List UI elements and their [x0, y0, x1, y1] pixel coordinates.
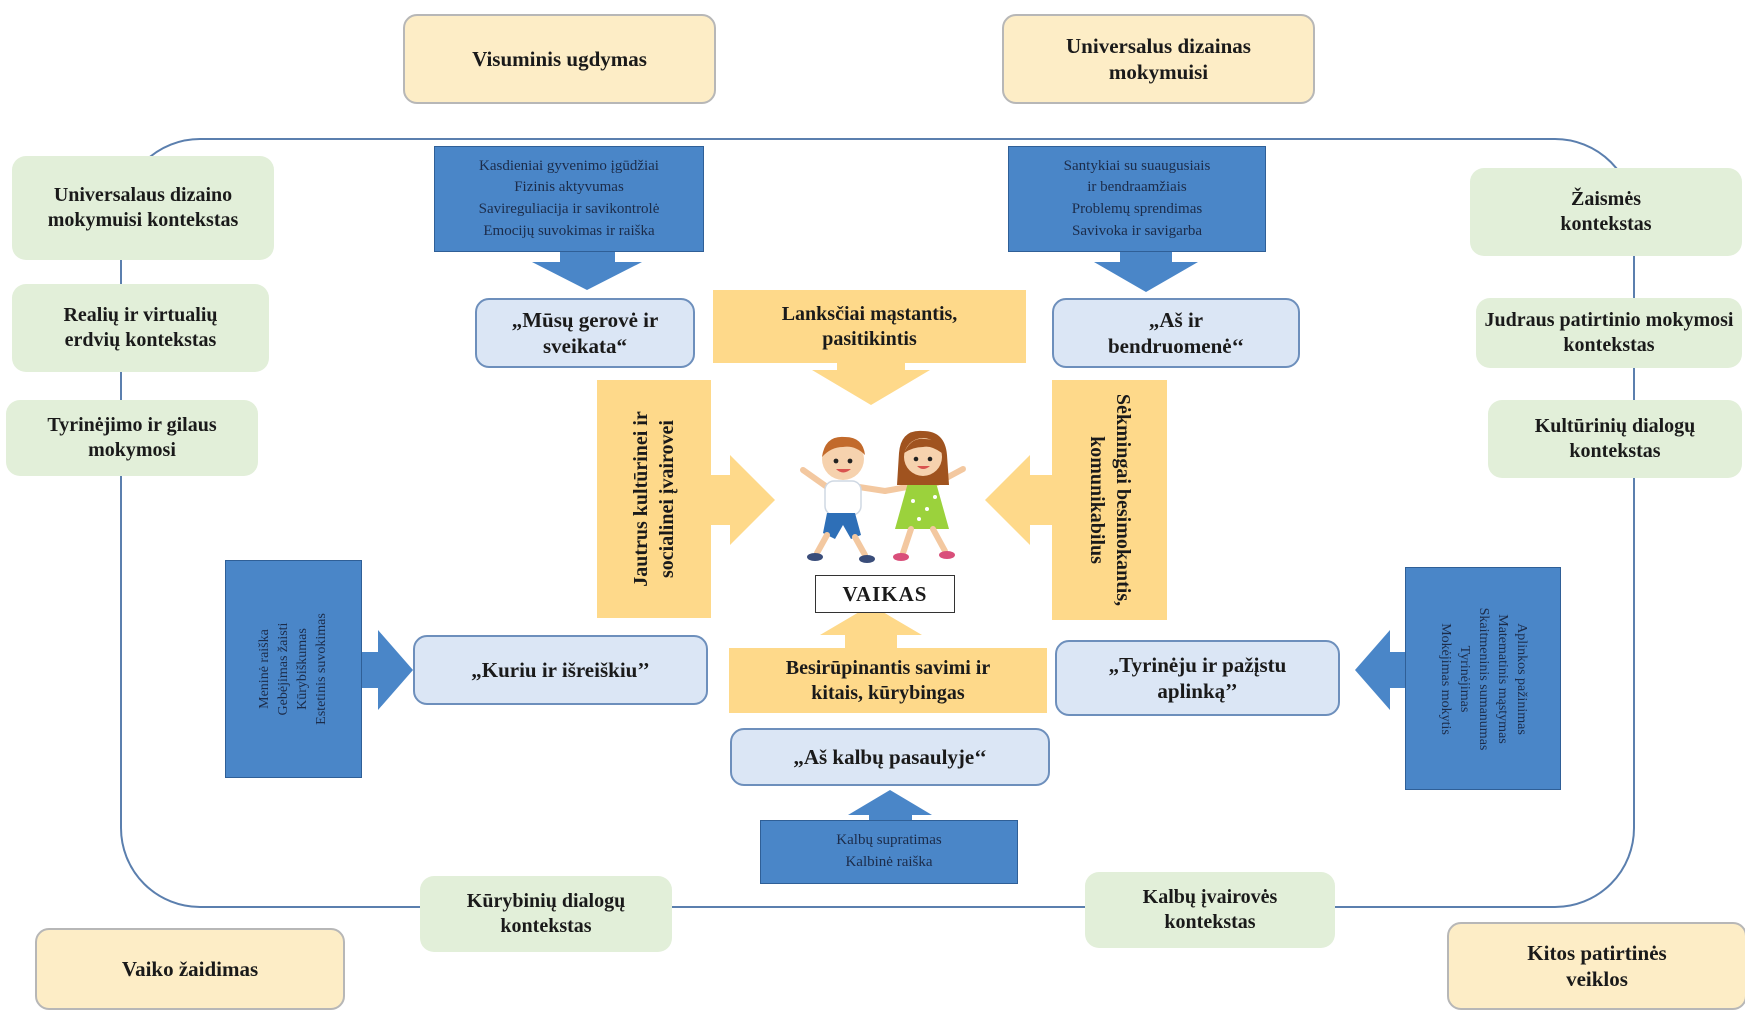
corner-bottom-right-label: Kitos patirtinės veiklos — [1527, 940, 1667, 991]
skills-left: Meninė raiška Gebėjimas žaisti Kūrybišku… — [225, 560, 362, 778]
quality-top-label: Lanksčiai mąstantis, pasitikintis — [781, 302, 958, 350]
quality-bottom: Besirūpinantis savimi ir kitais, kūrybin… — [729, 648, 1047, 713]
skills-bottom: Kalbų supratimas Kalbinė raiška — [760, 820, 1018, 884]
corner-bottom-left: Vaiko žaidimas — [35, 928, 345, 1010]
context-right-3: Kultūrinių dialogų kontekstas — [1488, 400, 1742, 478]
skill-item: Kasdieniai gyvenimo įgūdžiai — [479, 157, 659, 174]
area-create: „Kuriu ir išreiškiu’’ — [413, 635, 708, 705]
boy-figure — [800, 436, 888, 563]
corner-bottom-right: Kitos patirtinės veiklos — [1447, 922, 1745, 1010]
skill-item: Santykiai su suaugusiais — [1063, 157, 1211, 174]
skill-item: Kalbų supratimas — [836, 832, 942, 849]
skill-item: Tyrinėjimas — [1457, 645, 1473, 712]
skills-top-right: Santykiai su suaugusiais ir bendraamžiai… — [1008, 146, 1266, 252]
quality-left-line: Jautrus kultūrinei ir — [630, 411, 652, 587]
area-health: „Mūsų gerovė ir sveikata“ — [475, 298, 695, 368]
yellow-arrow-right — [985, 455, 1055, 545]
yellow-arrow-bottom — [820, 605, 922, 655]
blue-arrow-right — [1355, 630, 1405, 710]
skill-item: Kūrybiškumas — [294, 628, 310, 710]
skill-item: Savireguliacija ir savikontrolė — [478, 201, 660, 217]
context-bottom-2: Kalbų įvairovės kontekstas — [1085, 872, 1335, 948]
context-right-3-label: Kultūrinių dialogų kontekstas — [1534, 415, 1696, 462]
blue-arrow-top-left — [532, 250, 642, 290]
blue-arrow-top-right — [1094, 250, 1198, 292]
context-right-2: Judraus patirtinio mokymosi kontekstas — [1476, 298, 1742, 368]
quality-left: Jautrus kultūrinei ir socialinei įvairov… — [597, 380, 711, 618]
skill-item: Estetinis suvokimas — [313, 613, 329, 725]
corner-top-right-label: Universalus dizainas mokymuisi — [1066, 33, 1251, 84]
context-bottom-2-label: Kalbų įvairovės kontekstas — [1142, 886, 1278, 933]
area-languages: „Aš kalbų pasaulyje‘‘ — [730, 728, 1050, 786]
skill-item: Savivoka ir savigarba — [1072, 222, 1202, 239]
skill-item: Gebėjimas žaisti — [275, 622, 291, 716]
children-illustration — [800, 430, 966, 563]
skill-item: ir bendraamžiais — [1087, 179, 1187, 196]
quality-right: Sėkmingai besimokantis, komunikabilus — [1052, 380, 1167, 620]
outer-frame — [120, 138, 1635, 908]
area-explore: „Tyrinėju ir pažįstu aplinką’’ — [1055, 640, 1340, 716]
corner-top-left-label: Visuminis ugdymas — [472, 46, 647, 71]
context-right-2-label: Judraus patirtinio mokymosi kontekstas — [1484, 309, 1734, 356]
corner-top-right: Universalus dizainas mokymuisi — [1002, 14, 1315, 104]
skill-item: Fizinis aktyvumas — [514, 179, 624, 196]
context-bottom-1-label: Kūrybinių dialogų kontekstas — [466, 890, 626, 937]
area-health-label: „Mūsų gerovė ir sveikata“ — [511, 307, 659, 358]
context-right-1-label: Žaismės kontekstas — [1560, 188, 1652, 235]
yellow-arrow-left — [705, 455, 775, 545]
quality-right-line: Sėkmingai besimokantis, — [1111, 393, 1134, 607]
blue-arrow-left — [362, 630, 413, 710]
skill-item: Emocijų suvokimas ir raiška — [483, 222, 655, 239]
skill-item: Meninė raiška — [256, 629, 272, 709]
area-community: „Aš ir bendruomenė‘‘ — [1052, 298, 1300, 368]
quality-right-line: komunikabilus — [1085, 436, 1108, 564]
context-left-1-label: Universalaus dizaino mokymuisi konteksta… — [47, 184, 239, 231]
area-explore-label: „Tyrinėju ir pažįstu aplinką’’ — [1108, 652, 1287, 703]
skill-item: Skaitmeninis sumanumas — [1476, 607, 1492, 750]
skill-item: Matematinis mąstymas — [1495, 613, 1511, 744]
skill-item: Problemų sprendimas — [1071, 201, 1203, 217]
yellow-arrow-top — [812, 350, 930, 405]
girl-figure — [882, 430, 966, 561]
context-right-1: Žaismės kontekstas — [1470, 168, 1742, 256]
skill-item: Aplinkos pažinimas — [1514, 622, 1530, 735]
skills-right: Aplinkos pažinimas Matematinis mąstymas … — [1405, 567, 1561, 790]
context-bottom-1: Kūrybinių dialogų kontekstas — [420, 876, 672, 952]
context-left-3: Tyrinėjimo ir gilaus mokymosi — [6, 400, 258, 476]
blue-arrow-bottom — [848, 790, 932, 828]
area-community-label: „Aš ir bendruomenė‘‘ — [1107, 307, 1245, 358]
corner-bottom-left-label: Vaiko žaidimas — [121, 956, 259, 981]
context-left-1: Universalaus dizaino mokymuisi konteksta… — [12, 156, 274, 260]
context-left-2-label: Realių ir virtualių erdvių kontekstas — [63, 304, 218, 351]
quality-top: Lanksčiai mąstantis, pasitikintis — [713, 290, 1026, 363]
quality-bottom-label: Besirūpinantis savimi ir kitais, kūrybin… — [785, 656, 991, 704]
skills-top-left: Kasdieniai gyvenimo įgūdžiai Fizinis akt… — [434, 146, 704, 252]
corner-top-left: Visuminis ugdymas — [403, 14, 716, 104]
skill-item: Kalbinė raiška — [845, 854, 933, 870]
center-label-box: VAIKAS — [815, 575, 955, 613]
context-left-3-label: Tyrinėjimo ir gilaus mokymosi — [47, 414, 217, 461]
quality-left-line: socialinei įvairovei — [656, 420, 678, 578]
area-create-label: „Kuriu ir išreiškiu’’ — [471, 657, 650, 682]
center-label: VAIKAS — [842, 581, 928, 606]
context-left-2: Realių ir virtualių erdvių kontekstas — [12, 284, 269, 372]
area-languages-label: „Aš kalbų pasaulyje‘‘ — [793, 744, 987, 769]
skill-item: Mokėjimas mokytis — [1438, 622, 1454, 735]
